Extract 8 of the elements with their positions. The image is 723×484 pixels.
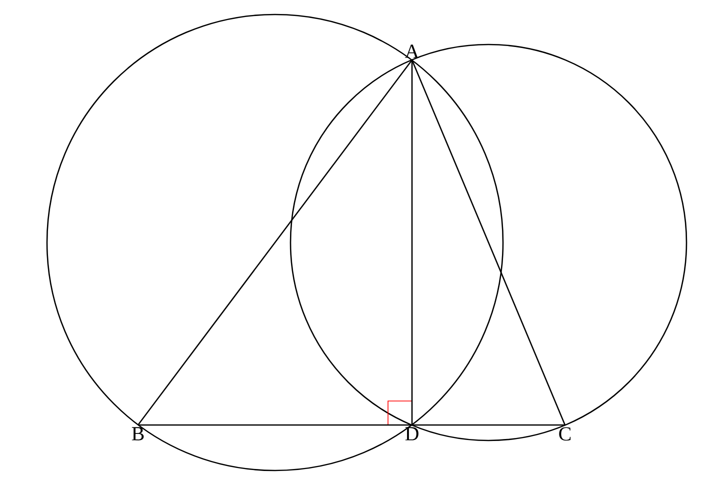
point-label: B	[132, 427, 144, 440]
point-label: D	[405, 427, 418, 440]
line-segment	[412, 424, 565, 426]
line-segment	[411, 60, 413, 425]
line-segment	[138, 424, 412, 426]
point-label: C	[559, 427, 571, 441]
line-segment	[411, 60, 566, 426]
line-segment	[137, 60, 413, 426]
